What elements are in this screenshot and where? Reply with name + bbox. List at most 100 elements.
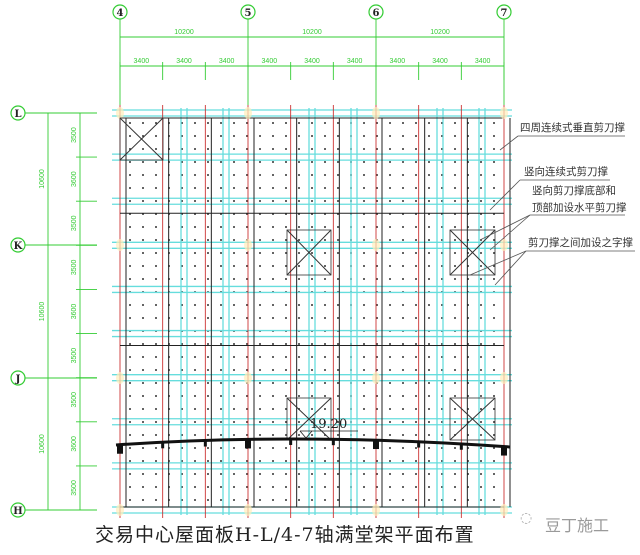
scaffold-pole-dot [376, 187, 378, 189]
scaffold-pole-dot [259, 421, 261, 423]
scaffold-pole-dot [493, 278, 495, 280]
scaffold-pole-dot [155, 486, 157, 488]
column-node [116, 107, 124, 119]
scaffold-pole-dot [285, 135, 287, 137]
scaffold-pole-dot [272, 317, 274, 319]
scaffold-pole-dot [337, 356, 339, 358]
scaffold-pole-dot [480, 200, 482, 202]
scaffold-pole-dot [415, 148, 417, 150]
scaffold-pole-dot [389, 369, 391, 371]
scaffold-pole-dot [376, 434, 378, 436]
scaffold-pole-dot [246, 265, 248, 267]
scaffold-pole-dot [207, 265, 209, 267]
scaffold-pole-dot [376, 460, 378, 462]
scaffold-pole-dot [363, 395, 365, 397]
scaffold-pole-dot [454, 252, 456, 254]
scaffold-pole-dot [415, 486, 417, 488]
scaffold-pole-dot [246, 369, 248, 371]
scaffold-pole-dot [493, 395, 495, 397]
scaffold-pole-dot [324, 200, 326, 202]
scaffold-pole-dot [480, 421, 482, 423]
scaffold-pole-dot [220, 187, 222, 189]
scaffold-pole-dot [337, 200, 339, 202]
scaffold-pole-dot [298, 174, 300, 176]
scaffold-pole-dot [207, 356, 209, 358]
scaffold-pole-dot [389, 447, 391, 449]
scaffold-pole-dot [428, 486, 430, 488]
axis-label-5: 5 [245, 8, 252, 19]
scaffold-pole-dot [337, 226, 339, 228]
scaffold-pole-dot [454, 382, 456, 384]
scaffold-pole-dot [493, 356, 495, 358]
scaffold-pole-dot [324, 252, 326, 254]
scaffold-pole-dot [129, 135, 131, 137]
scaffold-pole-dot [298, 226, 300, 228]
scaffold-pole-dot [480, 486, 482, 488]
scaffold-pole-dot [493, 369, 495, 371]
scaffold-pole-dot [207, 252, 209, 254]
scaffold-pole-dot [259, 434, 261, 436]
scaffold-pole-dot [415, 499, 417, 501]
scaffold-pole-dot [493, 343, 495, 345]
scaffold-pole-dot [389, 460, 391, 462]
scaffold-pole-dot [337, 382, 339, 384]
scaffold-pole-dot [389, 395, 391, 397]
scaffold-pole-dot [337, 135, 339, 137]
scaffold-pole-dot [285, 317, 287, 319]
scaffold-pole-dot [194, 278, 196, 280]
scaffold-pole-dot [142, 395, 144, 397]
scaffold-pole-dot [285, 122, 287, 124]
scaffold-pole-dot [376, 278, 378, 280]
scaffold-pole-dot [259, 356, 261, 358]
scaffold-pole-dot [220, 421, 222, 423]
leader-line [489, 214, 531, 251]
scaffold-pole-dot [415, 265, 417, 267]
dim-minor-label: 3600 [71, 304, 78, 320]
scaffold-pole-dot [376, 304, 378, 306]
scaffold-pole-dot [194, 265, 196, 267]
scaffold-pole-dot [311, 369, 313, 371]
scaffold-pole-dot [298, 447, 300, 449]
beam-post [245, 439, 251, 449]
scaffold-pole-dot [298, 317, 300, 319]
scaffold-pole-dot [194, 252, 196, 254]
scaffold-pole-dot [363, 356, 365, 358]
scaffold-pole-dot [428, 382, 430, 384]
scaffold-pole-dot [155, 343, 157, 345]
column-node [244, 107, 252, 119]
scaffold-pole-dot [272, 434, 274, 436]
scaffold-pole-dot [142, 252, 144, 254]
x-brace [449, 229, 496, 276]
scaffold-pole-dot [324, 122, 326, 124]
column-node [244, 504, 252, 516]
scaffold-pole-dot [363, 265, 365, 267]
column-node [372, 504, 380, 516]
scaffold-pole-dot [142, 486, 144, 488]
scaffold-pole-dot [207, 434, 209, 436]
scaffold-pole-dot [259, 473, 261, 475]
dim-minor-label: 3400 [475, 58, 491, 65]
scaffold-pole-dot [194, 200, 196, 202]
scaffold-pole-dot [194, 460, 196, 462]
scaffold-pole-dot [428, 174, 430, 176]
scaffold-pole-dot [194, 356, 196, 358]
scaffold-pole-dot [402, 304, 404, 306]
scaffold-pole-dot [194, 343, 196, 345]
scaffold-pole-dot [194, 408, 196, 410]
dim-major-label: 10600 [39, 302, 46, 322]
scaffold-pole-dot [233, 161, 235, 163]
scaffold-pole-dot [194, 317, 196, 319]
scaffold-pole-dot [207, 278, 209, 280]
scaffold-pole-dot [246, 343, 248, 345]
scaffold-pole-dot [363, 369, 365, 371]
scaffold-pole-dot [324, 499, 326, 501]
scaffold-pole-dot [142, 434, 144, 436]
beam-post [161, 442, 165, 449]
scaffold-pole-dot [259, 317, 261, 319]
scaffold-pole-dot [155, 408, 157, 410]
scaffold-pole-dot [363, 460, 365, 462]
scaffold-pole-dot [194, 369, 196, 371]
scaffold-pole-dot [272, 278, 274, 280]
scaffold-pole-dot [363, 148, 365, 150]
